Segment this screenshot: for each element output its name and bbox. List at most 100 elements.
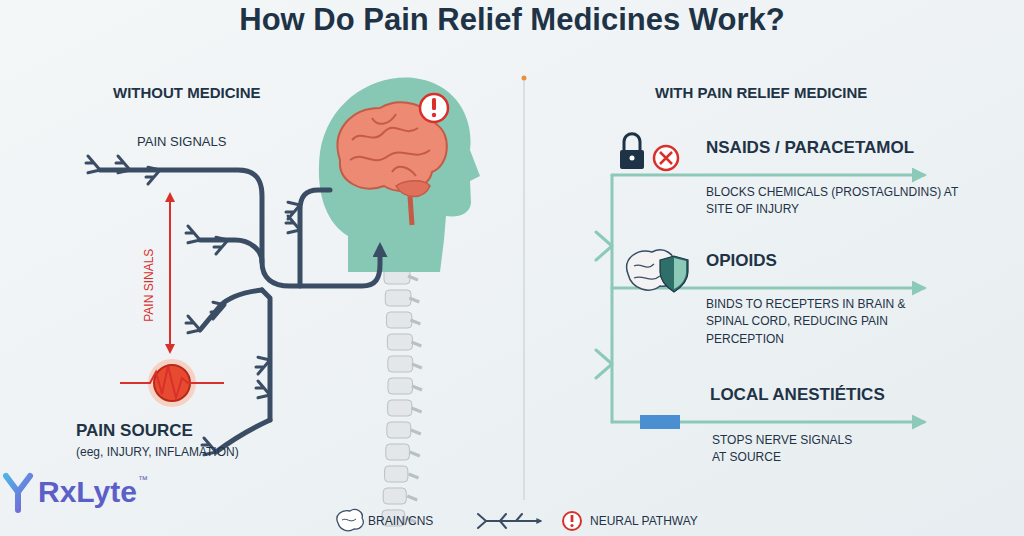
legend-label: NEURAL PATHWAY xyxy=(590,514,698,529)
brain xyxy=(410,196,412,225)
nerve-branch xyxy=(286,202,300,219)
legend-alert-icon xyxy=(570,524,573,527)
block-icon xyxy=(654,146,678,170)
drug-class: NSAIDS / PARACETAMOL xyxy=(706,138,914,158)
spine xyxy=(385,290,411,306)
spine xyxy=(388,356,413,372)
legend-brain-icon xyxy=(337,510,363,531)
nerve-pathway xyxy=(200,290,262,330)
logo-text: RxLyte xyxy=(38,474,137,510)
brain xyxy=(350,114,430,176)
title: How Do Pain Relief Medicines Work? xyxy=(0,2,1024,38)
spine xyxy=(409,298,419,302)
brain-shield-icon xyxy=(674,258,686,289)
nerve-pathway xyxy=(262,290,270,420)
node-heading: PAIN SOURCE xyxy=(76,420,306,441)
trademark: ™ xyxy=(138,474,148,486)
pathway-label: PAIN SINALS xyxy=(143,248,157,321)
legend-nerve-icon xyxy=(478,514,540,528)
divider xyxy=(523,80,524,500)
drug-class: LOCAL ANESTIÉTICS xyxy=(710,385,885,405)
signal-arrow xyxy=(169,194,171,352)
nerve-branch xyxy=(186,226,200,243)
spine xyxy=(383,488,406,504)
drug-action: STOPS NERVE SIGNALS AT SOURCE xyxy=(712,432,862,467)
alert-icon xyxy=(432,113,436,117)
spine xyxy=(408,276,418,280)
legend-brain-icon xyxy=(337,510,363,531)
legend-nerve-icon xyxy=(478,514,540,528)
pain-source: PAIN SOURCE (eeg, INJURY, INFLAMATION) xyxy=(76,362,306,465)
legend-alert-icon xyxy=(571,515,574,522)
nerve-pathway xyxy=(300,190,330,286)
alert-icon xyxy=(420,94,448,122)
node-body: (eeg, INJURY, INFLAMATION) xyxy=(76,445,306,460)
spine xyxy=(388,400,412,416)
block-icon xyxy=(660,152,672,164)
alert-icon xyxy=(420,94,448,122)
spine xyxy=(411,342,421,346)
pain-source-icon xyxy=(120,366,224,398)
legend-alert-icon xyxy=(563,512,581,530)
nerve-branch xyxy=(214,237,228,254)
nerve-branch xyxy=(146,167,160,184)
legend-brain-icon xyxy=(342,519,356,521)
nerve-pathway xyxy=(100,170,380,452)
pathway-label: PAIN SIGNALS xyxy=(137,134,226,150)
pain-source-icon xyxy=(120,359,224,407)
divider xyxy=(522,76,527,81)
divider xyxy=(522,76,527,501)
alert-icon xyxy=(432,98,436,110)
drug-action: BINDS TO RECEPTERS IN BRAIN & SPINAL COR… xyxy=(706,296,906,348)
spine xyxy=(382,268,422,526)
nerve-branch xyxy=(116,156,130,173)
panel-heading: WITH PAIN RELIEF MEDICINE xyxy=(655,84,867,102)
nerve-branch xyxy=(86,156,100,173)
logo-icon xyxy=(6,476,30,510)
brain-shield-icon xyxy=(634,264,660,279)
spine xyxy=(410,320,420,324)
lock-icon xyxy=(620,134,644,169)
spine xyxy=(410,452,420,456)
treatment-pathway xyxy=(596,232,612,378)
legend-nerve-icon xyxy=(500,514,522,528)
spine xyxy=(387,422,411,438)
nerve-branch xyxy=(256,381,270,398)
spine xyxy=(412,408,422,412)
spine xyxy=(412,364,422,368)
treatment-pathway xyxy=(611,175,614,422)
spine xyxy=(386,444,410,460)
spine xyxy=(387,334,412,350)
drug-class: OPIOIDS xyxy=(706,251,777,271)
spine xyxy=(386,312,411,328)
nerve-pathway xyxy=(200,240,262,262)
lock-icon xyxy=(624,134,640,150)
spine xyxy=(412,386,422,390)
spine xyxy=(407,496,417,500)
brain-shield-icon xyxy=(627,250,688,292)
brain xyxy=(396,181,430,197)
spine xyxy=(411,430,421,434)
block-icon xyxy=(654,146,678,170)
drug-action: BLOCKS CHEMICALS (PROSTAGLNDINS) AT SITE… xyxy=(706,184,976,219)
nerve-branch xyxy=(256,357,270,374)
logo-icon xyxy=(6,476,30,510)
nerve-branch xyxy=(186,316,200,333)
anesthetic-block xyxy=(640,415,680,429)
brain-shield-icon xyxy=(660,256,688,292)
lock-icon xyxy=(620,150,644,169)
legend-label: BRAIN/CNS xyxy=(368,514,433,529)
treatment-pathway xyxy=(612,174,924,177)
spine xyxy=(385,466,408,482)
nerve-pathway xyxy=(100,170,380,286)
nerve-branch xyxy=(211,302,225,319)
head-silhouette xyxy=(319,78,480,272)
spine xyxy=(388,378,413,394)
legend-alert-icon xyxy=(563,512,581,530)
head-silhouette xyxy=(319,78,480,272)
panel-heading: WITHOUT MEDICINE xyxy=(113,84,261,102)
lock-icon xyxy=(630,156,635,161)
spine xyxy=(409,474,419,478)
